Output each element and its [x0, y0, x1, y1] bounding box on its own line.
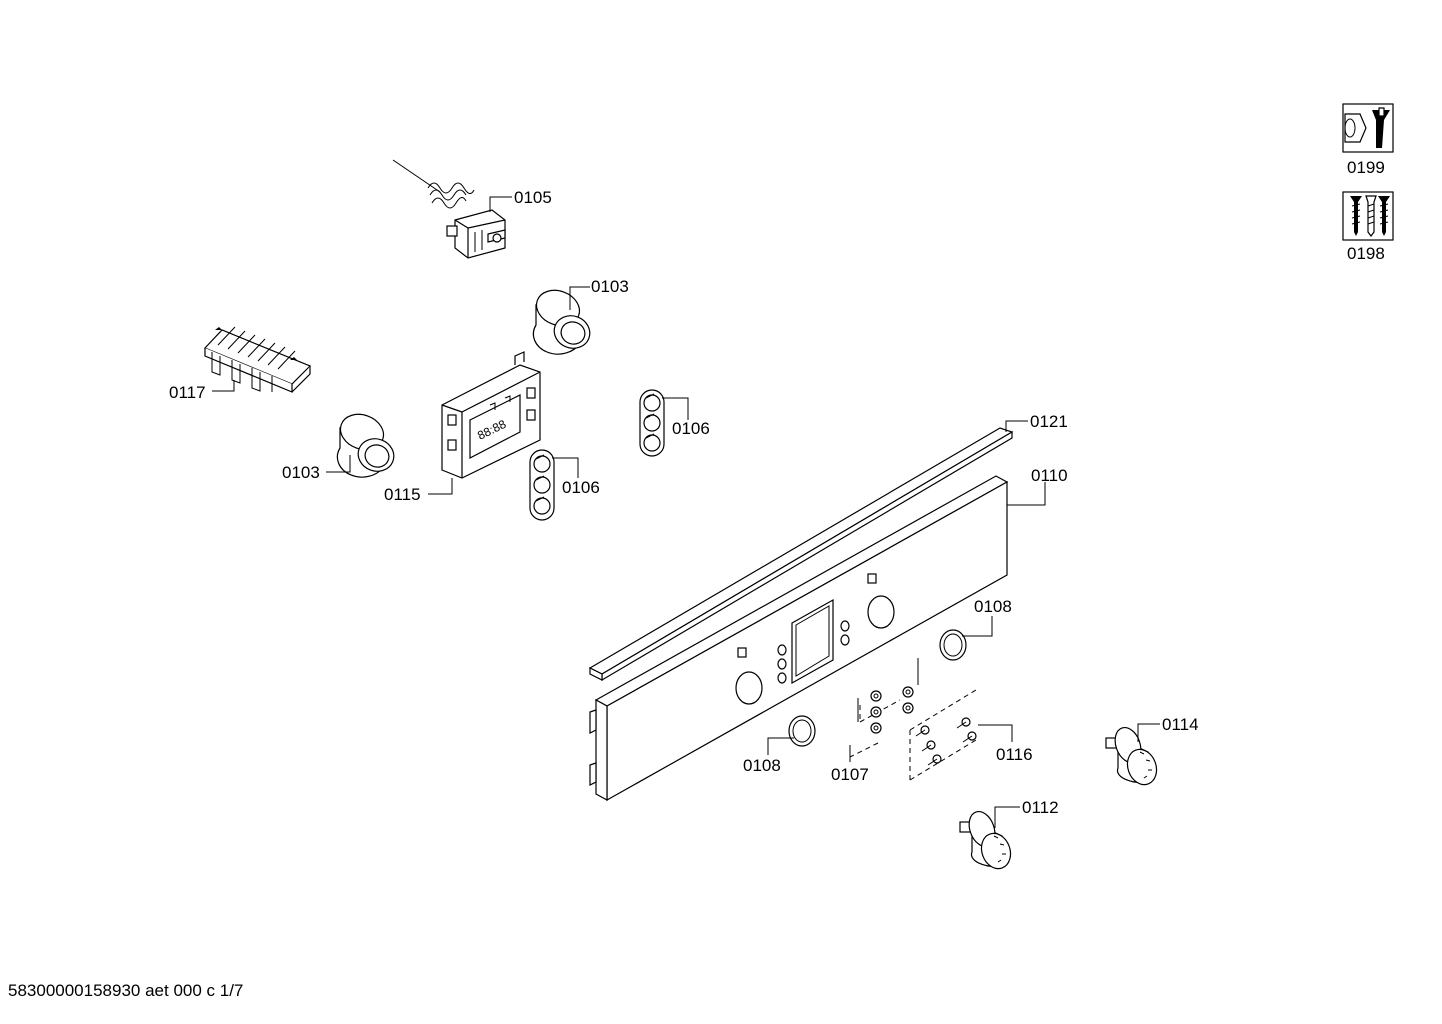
- label-0114: 0114: [1162, 715, 1199, 734]
- knob-bushing-top[interactable]: [532, 285, 595, 355]
- label-0117: 0117: [169, 383, 206, 402]
- label-0108-left: 0108: [743, 756, 781, 775]
- label-0105: 0105: [514, 188, 552, 207]
- label-0198: 0198: [1347, 244, 1385, 263]
- control-knob-0112[interactable]: [959, 808, 1015, 873]
- control-panel-fascia[interactable]: [589, 475, 1009, 802]
- label-0103-left: 0103: [282, 463, 320, 482]
- knob-ring-left[interactable]: [788, 715, 816, 747]
- label-0110: 0110: [1031, 466, 1068, 485]
- knob-ring-right[interactable]: [939, 629, 967, 661]
- knob-bushing-left[interactable]: [336, 409, 399, 478]
- thermostat-part[interactable]: [392, 159, 506, 259]
- screws-icon: [1342, 191, 1394, 241]
- trim-strip[interactable]: [588, 427, 1014, 682]
- label-0116: 0116: [996, 745, 1033, 764]
- label-0103-top: 0103: [591, 277, 629, 296]
- timer-module[interactable]: 88:88: [441, 351, 541, 479]
- control-knob-0114[interactable]: [1105, 724, 1161, 789]
- screw-set[interactable]: [909, 689, 977, 781]
- wrench-nut-icon: [1342, 103, 1394, 153]
- document-id-footer: 58300000158930 aet 000 c 1/7: [8, 981, 244, 1000]
- label-0106-right: 0106: [672, 419, 710, 438]
- terminal-block[interactable]: [203, 326, 312, 393]
- light-guide-middle[interactable]: [529, 449, 555, 521]
- label-0107: 0107: [831, 765, 869, 784]
- label-0108-right: 0108: [974, 597, 1012, 616]
- label-0121: 0121: [1030, 412, 1068, 431]
- push-button-set[interactable]: [849, 658, 919, 758]
- label-0115: 0115: [384, 485, 421, 504]
- light-guide-right[interactable]: [639, 389, 665, 457]
- label-0199: 0199: [1347, 158, 1385, 177]
- label-0112: 0112: [1022, 798, 1059, 817]
- label-0106-mid: 0106: [562, 478, 600, 497]
